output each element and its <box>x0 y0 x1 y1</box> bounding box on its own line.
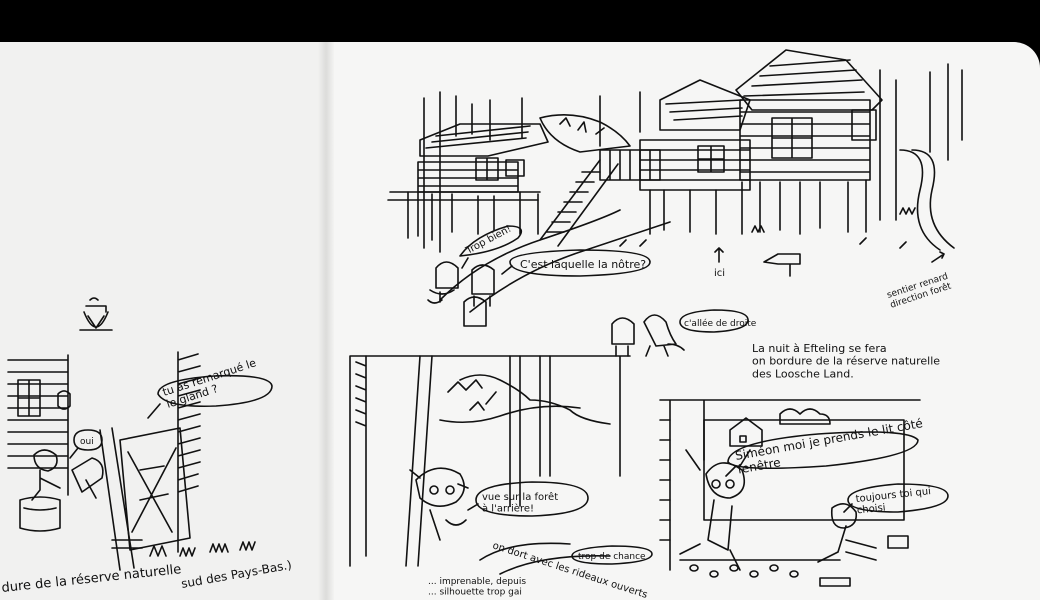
left-caption-2: sud des Pays-Bas.) <box>180 558 293 591</box>
bubble-allee <box>679 309 749 333</box>
sentier-label: sentier renarddirection forêt <box>886 272 953 311</box>
bubble-laquelle <box>501 249 651 277</box>
bubble-chance <box>571 545 653 565</box>
allee-text: c'allée de droite <box>684 318 757 329</box>
arrow-sentier <box>931 251 945 263</box>
forest-window-illustration <box>349 355 653 575</box>
arrow-ici <box>714 247 724 263</box>
lantern-icon <box>79 297 113 331</box>
bubble-vue <box>467 481 589 517</box>
speech-bubble-2 <box>69 429 103 459</box>
ici-label: ici <box>714 268 725 279</box>
left-illustration <box>7 297 273 571</box>
bubble-2-text: oui <box>80 437 94 447</box>
bubble-toujours <box>843 483 949 513</box>
treehouse-illustration <box>387 49 963 357</box>
laquelle-text: C'est laquelle la nôtre? <box>520 258 646 271</box>
room-illustration <box>659 399 949 587</box>
bubble-trop-bien <box>459 225 523 269</box>
bubble-simeon <box>725 431 919 477</box>
bottom-caption: ... imprenable, depuis... silhouette tro… <box>428 577 526 597</box>
trop-bien-text: Trop bien! <box>463 224 513 258</box>
left-page <box>0 42 326 600</box>
speech-bubble-1 <box>147 374 273 419</box>
chance-text: trop de chance <box>578 552 646 562</box>
simeon-text: Siméon moi je prends le lit côtéfenêtre <box>734 416 926 476</box>
book-gutter <box>318 42 334 600</box>
left-caption: dure de la réserve naturelle <box>1 562 182 596</box>
